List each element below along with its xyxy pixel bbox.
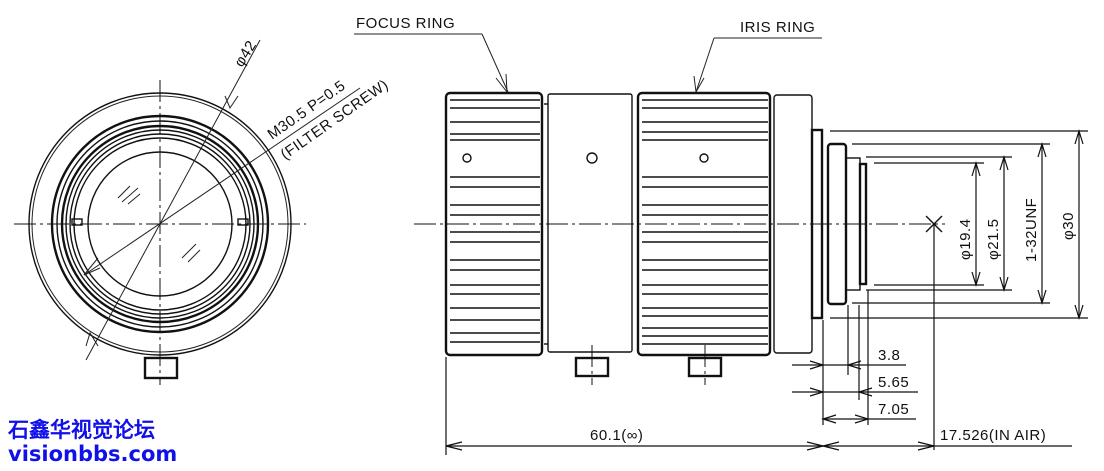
- diameter-21-5-label: φ21.5: [985, 219, 1002, 260]
- length-7-05-label: 7.05: [878, 401, 909, 418]
- front-view: [14, 39, 361, 385]
- mount-thread-label: 1-32UNF: [1023, 198, 1040, 262]
- side-view: [354, 33, 1088, 455]
- watermark-url: visionbbs.com: [8, 442, 178, 466]
- outer-diameter-label: φ42: [231, 37, 260, 70]
- iris-ring-label: IRIS RING: [740, 19, 815, 36]
- watermark-title: 石鑫华视觉论坛: [8, 418, 155, 442]
- diameter-30-label: φ30: [1060, 212, 1077, 240]
- focus-ring-label: FOCUS RING: [356, 15, 455, 32]
- length-5-65-label: 5.65: [878, 374, 909, 391]
- length-3-8-label: 3.8: [878, 347, 900, 364]
- diameter-19-4-label: φ19.4: [957, 219, 974, 260]
- overall-length-label: 60.1(∞): [590, 427, 643, 444]
- flange-back-label: 17.526(IN AIR): [940, 427, 1046, 444]
